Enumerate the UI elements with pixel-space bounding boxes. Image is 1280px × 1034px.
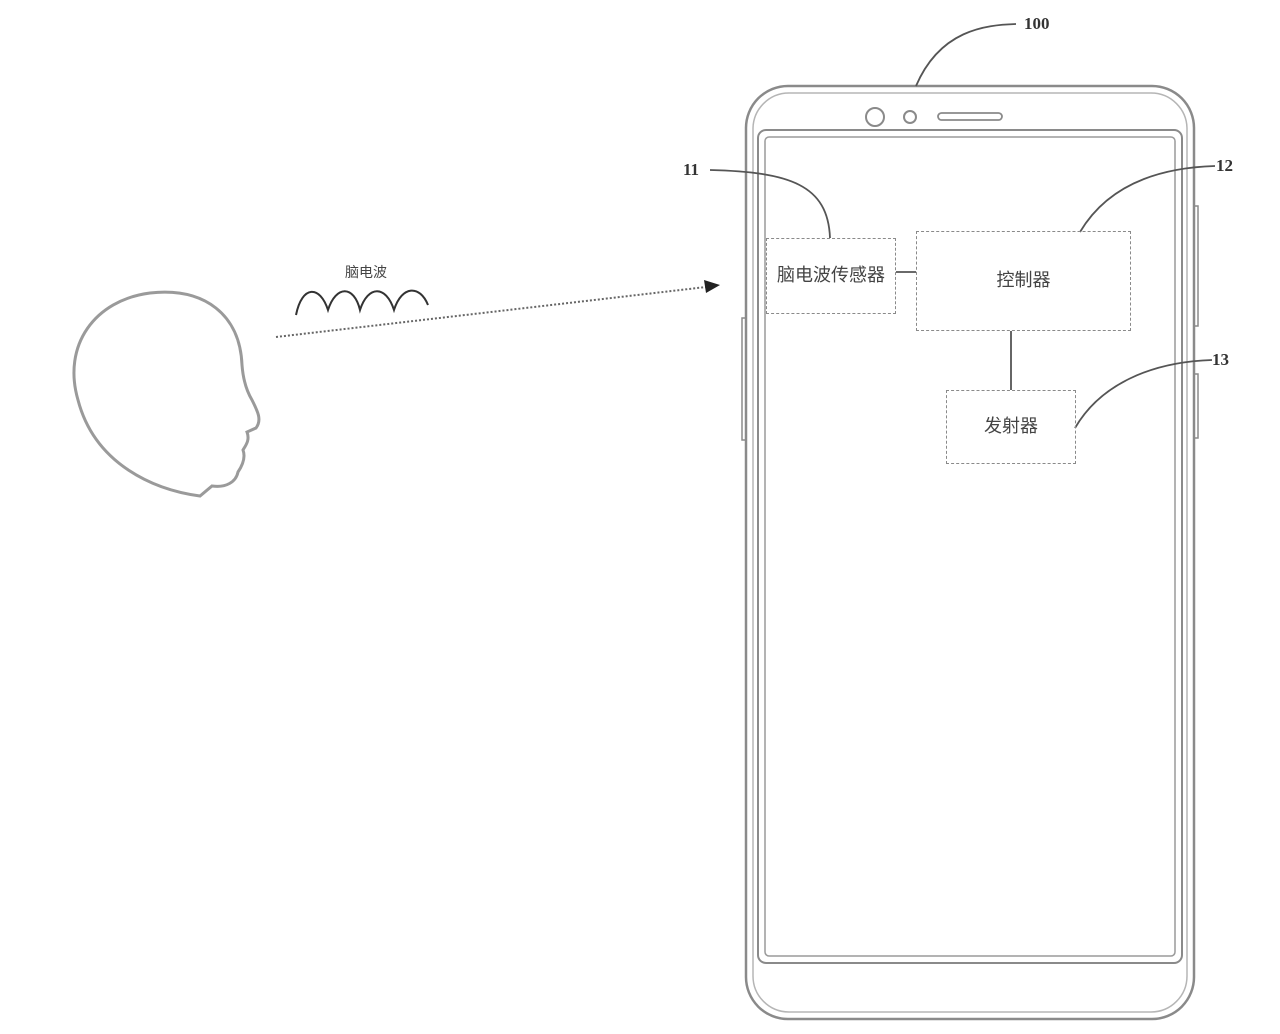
controller-block: 控制器 <box>916 231 1131 331</box>
brainwave-wave <box>295 289 429 316</box>
phone-screen-inner <box>764 136 1176 957</box>
controller-reference-numeral: 12 <box>1216 156 1233 175</box>
signal-arrowhead <box>704 280 720 293</box>
brainwave-label: 脑电波 <box>345 265 387 281</box>
right-side-button-upper <box>1193 205 1199 327</box>
left-side-button <box>741 317 747 441</box>
proximity-sensor-icon <box>903 110 917 124</box>
transmitter-label: 发射器 <box>984 416 1038 437</box>
sensor-reference-numeral: 11 <box>683 160 700 179</box>
eeg-sensor-label: 脑电波传感器 <box>777 265 885 286</box>
device-reference-numeral: 100 <box>1024 14 1050 33</box>
head-icon <box>72 290 261 498</box>
phone-inner-frame <box>752 92 1188 1013</box>
eeg-sensor-block: 脑电波传感器 <box>766 238 896 314</box>
transmitter-reference-numeral: 13 <box>1212 350 1229 369</box>
leader-line-13 <box>1074 359 1213 429</box>
signal-arrow-line <box>275 286 707 338</box>
right-side-button-lower <box>1193 373 1199 439</box>
transmitter-block: 发射器 <box>946 390 1076 464</box>
front-camera-icon <box>865 107 885 127</box>
controller-label: 控制器 <box>996 270 1051 291</box>
phone-screen <box>757 129 1183 964</box>
leader-line-12 <box>1079 165 1216 233</box>
leader-line-11 <box>709 169 831 239</box>
leader-line-100 <box>915 23 1017 87</box>
phone-outer-frame <box>744 84 1196 1021</box>
earpiece-speaker <box>937 112 1003 121</box>
